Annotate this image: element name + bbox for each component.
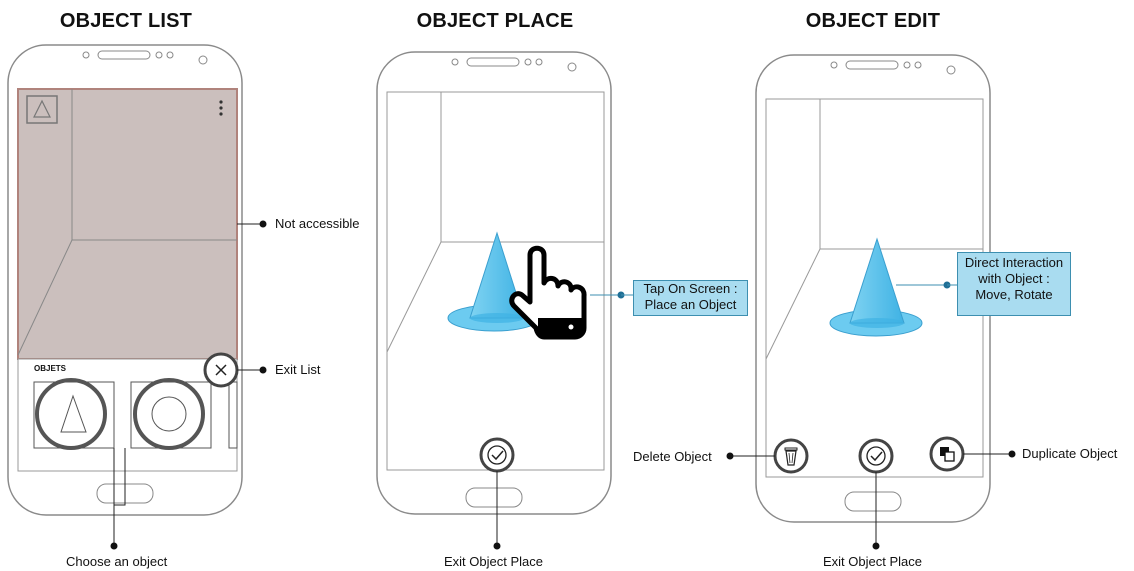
phone-object-edit bbox=[726, 54, 1016, 550]
callout-line: Direct Interaction bbox=[964, 255, 1064, 270]
confirm-place-button[interactable] bbox=[479, 437, 515, 473]
panel-title-object-list: OBJECT LIST bbox=[59, 10, 193, 32]
tap-on-screen-callout: Tap On Screen : Place an Object bbox=[633, 280, 748, 316]
callout-line: Tap On Screen : bbox=[643, 281, 738, 296]
not-accessible-label: Not accessible bbox=[275, 216, 360, 231]
delete-object-button[interactable] bbox=[773, 438, 809, 474]
close-list-button[interactable] bbox=[203, 352, 239, 388]
tap-hand-icon bbox=[509, 245, 587, 340]
cone-object[interactable] bbox=[829, 237, 923, 337]
objets-label: OBJETS bbox=[34, 364, 67, 373]
confirm-edit-button[interactable] bbox=[858, 438, 894, 474]
callout-line: Move, Rotate bbox=[975, 287, 1053, 302]
panel-title-object-edit: OBJECT EDIT bbox=[805, 10, 941, 32]
exit-object-place-label: Exit Object Place bbox=[823, 554, 922, 569]
direct-interaction-callout: Direct Interaction with Object : Move, R… bbox=[957, 252, 1071, 316]
more-options-icon[interactable] bbox=[219, 100, 223, 116]
phone-object-list: OBJETS bbox=[7, 44, 267, 550]
phone-object-place bbox=[376, 51, 633, 550]
callout-line: with Object : bbox=[978, 271, 1050, 286]
delete-object-label: Delete Object bbox=[633, 449, 712, 464]
duplicate-object-button[interactable] bbox=[929, 436, 965, 472]
duplicate-object-label: Duplicate Object bbox=[1022, 446, 1118, 461]
choose-object-label: Choose an object bbox=[66, 554, 168, 569]
menu-triangle-icon[interactable] bbox=[26, 95, 58, 124]
callout-line: Place an Object bbox=[644, 297, 737, 312]
exit-object-place-label: Exit Object Place bbox=[444, 554, 543, 569]
panel-title-object-place: OBJECT PLACE bbox=[416, 10, 574, 32]
exit-list-label: Exit List bbox=[275, 362, 321, 377]
